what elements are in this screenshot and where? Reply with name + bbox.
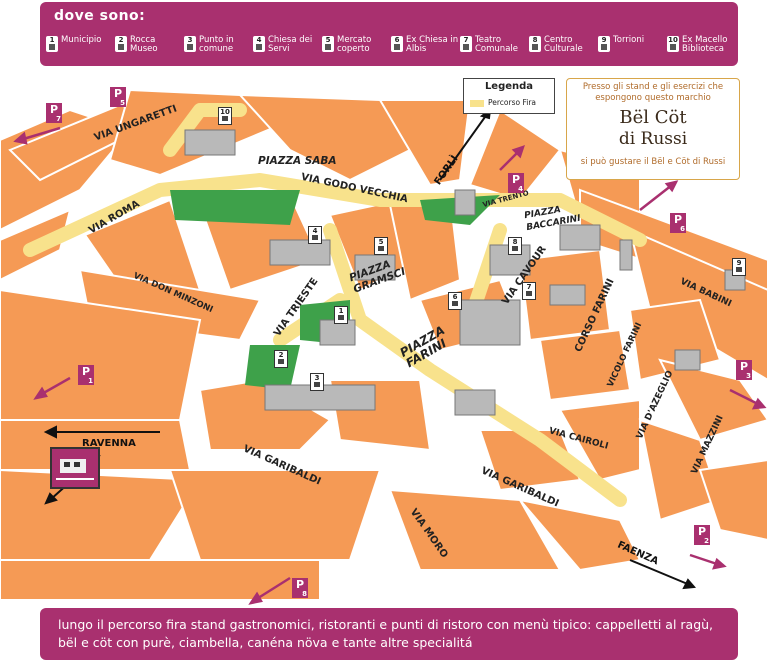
promo-top-text: Presso gli stand e gli esercizi che espo… — [582, 82, 724, 103]
landmark-marker[interactable]: 8 — [508, 237, 522, 255]
landmark-marker[interactable]: 5 — [374, 237, 388, 255]
header-title: dove sono: — [54, 8, 146, 24]
landmark-icon: 8 — [529, 36, 541, 52]
landmark-icon: 1 — [46, 36, 58, 52]
buildings — [184, 129, 746, 416]
bel-cot-logo: Bël Cöt di Russi — [618, 107, 688, 149]
legend-title: Legenda — [484, 81, 534, 92]
landmark-marker[interactable]: 7 — [522, 282, 536, 300]
train-station-icon — [50, 447, 100, 489]
landmark-marker[interactable]: 1 — [334, 306, 348, 324]
landmark-icon: 5 — [322, 36, 334, 52]
landmark-marker[interactable]: 10 — [218, 107, 232, 125]
promo-bottom-text: si può gustare il Bël e Cöt di Russi — [580, 157, 726, 167]
landmark-marker[interactable]: 4 — [308, 226, 322, 244]
piazza-label: PIAZZA SABA — [258, 155, 337, 167]
landmark-icon: 7 — [460, 36, 472, 52]
footer-text: lungo il percorso fira stand gastronomic… — [58, 617, 714, 650]
landmark-marker[interactable]: 3 — [310, 373, 324, 391]
percorso-fira-route — [23, 103, 647, 507]
landmark-marker[interactable]: 2 — [274, 350, 288, 368]
direction-label: RAVENNA — [82, 438, 136, 449]
legend-route-label: Percorso Fira — [488, 98, 536, 107]
route-swatch — [470, 100, 484, 107]
town-map[interactable] — [0, 70, 768, 605]
city-blocks — [0, 88, 768, 601]
promo-box: Presso gli stand e gli esercizi che espo… — [566, 78, 740, 180]
landmark-marker[interactable]: 6 — [448, 292, 462, 310]
footer-bar: lungo il percorso fira stand gastronomic… — [40, 608, 738, 660]
landmark-icon: 3 — [184, 36, 196, 52]
landmark-icon: 10 — [667, 36, 679, 52]
landmark-marker[interactable]: 9 — [732, 258, 746, 276]
landmark-icon: 2 — [115, 36, 127, 52]
landmark-icon: 6 — [391, 36, 403, 52]
map-legend: Legenda Percorso Fira — [463, 78, 555, 114]
landmark-icon: 4 — [253, 36, 265, 52]
landmark-icon: 9 — [598, 36, 610, 52]
